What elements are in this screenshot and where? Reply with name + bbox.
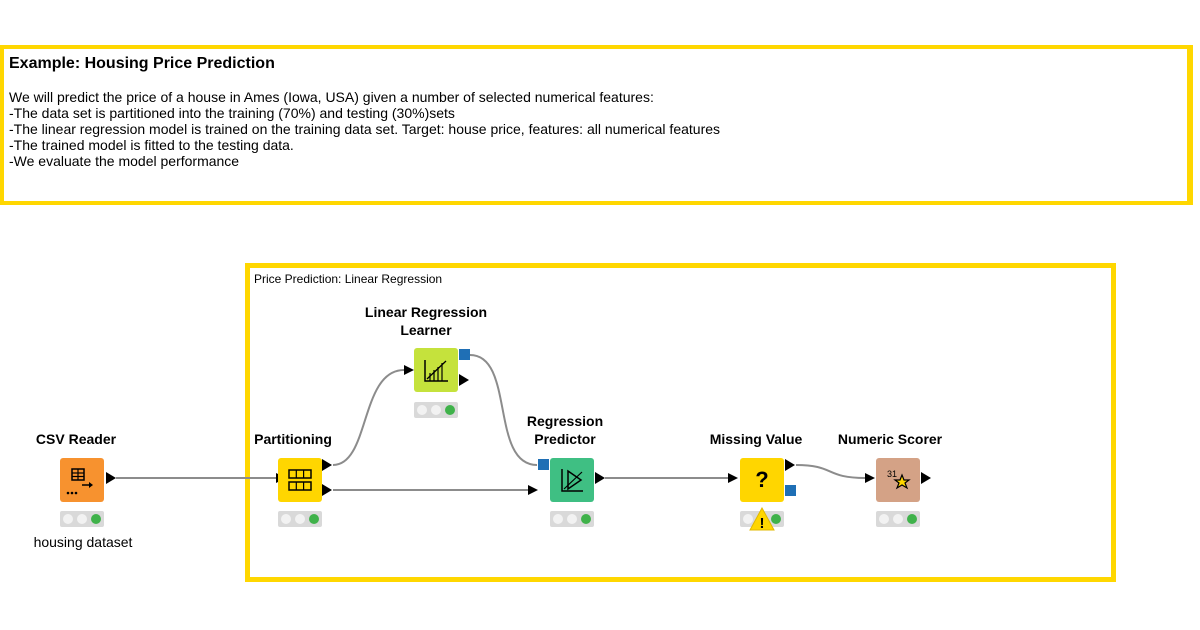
node-csv-reader[interactable] (60, 458, 104, 502)
model-output-port[interactable] (459, 349, 470, 360)
output-port-test[interactable] (322, 484, 332, 496)
annotation-line: -We evaluate the model performance (9, 153, 240, 169)
description-annotation[interactable]: Example: Housing Price Prediction We wil… (0, 45, 1193, 205)
node-title-partitioning[interactable]: Partitioning (254, 431, 332, 447)
table-import-icon (66, 468, 93, 495)
node-title-line: Predictor (534, 431, 596, 447)
connection-learner-predictor (469, 354, 538, 466)
output-port-train[interactable] (322, 459, 332, 471)
node-title-lr-learner[interactable]: Linear Regression Learner (356, 303, 496, 339)
node-title-missing-value[interactable]: Missing Value (709, 431, 803, 447)
workflow-annotation[interactable]: Price Prediction: Linear Regression (245, 263, 1116, 582)
model-output-port[interactable] (785, 485, 796, 496)
output-port[interactable] (921, 472, 931, 484)
node-title-csv-reader[interactable]: CSV Reader (35, 431, 117, 447)
annotation-line: We will predict the price of a house in … (9, 89, 654, 105)
scorer-icon: 31 (887, 469, 911, 490)
node-missing-value[interactable]: ? (740, 458, 784, 502)
model-input-port[interactable] (538, 459, 549, 470)
warning-icon[interactable]: ! (749, 507, 775, 531)
node-title-numeric-scorer[interactable]: Numeric Scorer (837, 431, 943, 447)
regression-chart-icon (424, 360, 448, 382)
predictor-icon (561, 469, 583, 492)
arrow-head (528, 485, 538, 495)
annotation-line: -The linear regression model is trained … (9, 121, 721, 137)
annotation-line: -The trained model is fitted to the test… (9, 137, 294, 153)
connection-missing-scorer (795, 464, 866, 479)
warning-mark: ! (760, 515, 765, 531)
node-partitioning[interactable] (278, 458, 322, 502)
arrow-head (865, 473, 875, 483)
node-title-line: Learner (400, 322, 452, 338)
output-port[interactable] (785, 459, 795, 471)
status-traffic-light (278, 511, 322, 527)
status-traffic-light (60, 511, 104, 527)
output-port[interactable] (459, 374, 469, 386)
node-title-predictor[interactable]: Regression Predictor (510, 412, 620, 448)
node-regression-predictor[interactable] (550, 458, 594, 502)
grid-split-icon (288, 469, 312, 491)
arrow-head (728, 473, 738, 483)
output-port[interactable] (106, 472, 116, 484)
output-port[interactable] (595, 472, 605, 484)
status-traffic-light (876, 511, 920, 527)
node-title-line: Regression (526, 413, 604, 429)
scorer-digits: 31 (887, 469, 897, 479)
arrow-head (404, 365, 414, 375)
workflow-annotation-label: Price Prediction: Linear Regression (254, 272, 443, 286)
status-traffic-light (414, 402, 458, 418)
connection-partitioning-learner (332, 369, 405, 466)
node-lr-learner[interactable] (414, 348, 458, 392)
node-title-line: Linear Regression (364, 304, 488, 320)
node-numeric-scorer[interactable]: 31 (876, 458, 920, 502)
node-label-csv-reader[interactable]: housing dataset (33, 534, 133, 550)
annotation-title: Example: Housing Price Prediction (9, 55, 275, 72)
question-mark-icon: ? (755, 467, 769, 492)
annotation-line: -The data set is partitioned into the tr… (9, 105, 455, 121)
status-traffic-light (550, 511, 594, 527)
